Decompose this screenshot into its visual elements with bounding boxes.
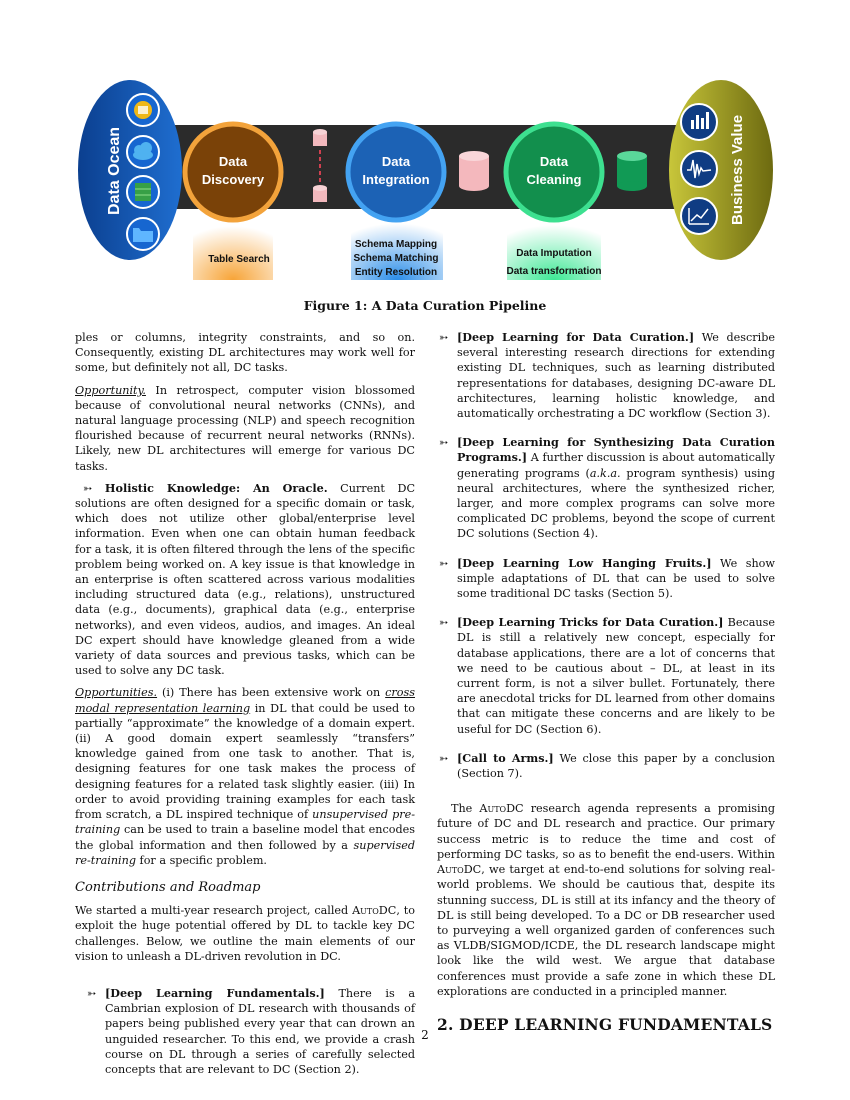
stage-cleaning-circle: [503, 121, 605, 223]
arrow-bullet-icon: ➳: [87, 986, 97, 1000]
business-value-label: Business Value: [729, 115, 746, 225]
stage-integration-line2: Integration: [362, 172, 429, 187]
task-schema-mapping: Schema Mapping: [355, 239, 437, 250]
task-data-transformation: Data transformation: [506, 266, 601, 277]
data-ocean-ellipse: [78, 80, 182, 260]
page-number: 2: [421, 1028, 429, 1042]
right-column: ➳ [Deep Learning for Data Curation.] We …: [437, 330, 775, 1032]
stage-cleaning-line2: Cleaning: [527, 172, 582, 187]
line-chart-icon: [680, 197, 718, 235]
task-schema-matching: Schema Matching: [353, 253, 438, 264]
bullet-low-hanging-fruits: ➳ [Deep Learning Low Hanging Fruits.] We…: [439, 555, 775, 601]
arrow-bullet-icon: ➳: [439, 331, 449, 344]
cleaning-tasks-fan: [507, 219, 601, 280]
stage-cleaning-line1: Data: [540, 154, 569, 169]
figure-caption: Figure 1: A Data Curation Pipeline: [303, 298, 547, 313]
paragraph: ples or columns, integrity constraints, …: [75, 331, 415, 375]
stage-integration-line1: Data: [382, 154, 411, 169]
cloud-icon: [126, 135, 160, 169]
bullet-dl-for-dc: ➳ [Deep Learning for Data Curation.] We …: [439, 330, 775, 421]
database-icon: [126, 93, 160, 127]
arrow-bullet-icon: ➳: [439, 436, 449, 450]
spreadsheet-icon: [126, 175, 160, 209]
cylinder-pink-icon: [459, 151, 489, 191]
stage-integration-circle: [345, 121, 447, 223]
paragraph: We started a multi-year research project…: [75, 904, 416, 963]
stage-discovery-line2: Discovery: [202, 172, 265, 187]
stage-discovery-circle: [182, 121, 284, 223]
arrow-bullet-icon: ➳: [439, 751, 449, 765]
bullet-call-to-arms: ➳ [Call to Arms.] We close this paper by…: [439, 750, 775, 781]
task-data-imputation: Data Imputation: [516, 248, 592, 259]
holistic-knowledge-paragraph: ➳ Holistic Knowledge: An Oracle. Current…: [75, 480, 415, 678]
arrow-bullet-icon: ➳: [83, 481, 105, 495]
stage-discovery-line1: Data: [219, 154, 248, 169]
closing-paragraph: The AutoDC research agenda represents a …: [437, 802, 775, 998]
table-search-fan: [193, 220, 273, 280]
task-entity-resolution: Entity Resolution: [355, 267, 437, 278]
subsection-heading: Contributions and Roadmap: [75, 879, 261, 895]
pipeline-figure: Data Ocean Data Discovery Data Integrati…: [78, 80, 773, 280]
waveform-icon: [680, 150, 718, 188]
left-column: ples or columns, integrity constraints, …: [75, 330, 415, 1091]
folder-icon: [126, 217, 160, 251]
bullet-dl-fundamentals: ➳ [Deep Learning Fundamentals.] There is…: [87, 985, 416, 1076]
cylinder-green-icon: [617, 151, 647, 191]
cylinder-pink-small-icon: [313, 129, 327, 202]
arrow-bullet-icon: ➳: [439, 556, 449, 570]
section-heading: 2. DEEP LEARNING FUNDAMENTALS: [437, 1014, 773, 1034]
paragraph: Opportunities. (i) There has been extens…: [75, 686, 415, 867]
paragraph: Opportunity. In retrospect, computer vis…: [75, 383, 415, 473]
integration-tasks-fan: [351, 217, 443, 280]
bar-chart-icon: [680, 103, 718, 141]
bullet-dl-synthesizing: ➳ [Deep Learning for Synthesizing Data C…: [439, 435, 775, 541]
task-table-search: Table Search: [208, 254, 270, 265]
data-ocean-label: Data Ocean: [106, 127, 123, 215]
arrow-bullet-icon: ➳: [439, 616, 449, 630]
bullet-dl-tricks: ➳ [Deep Learning Tricks for Data Curatio…: [439, 615, 775, 736]
